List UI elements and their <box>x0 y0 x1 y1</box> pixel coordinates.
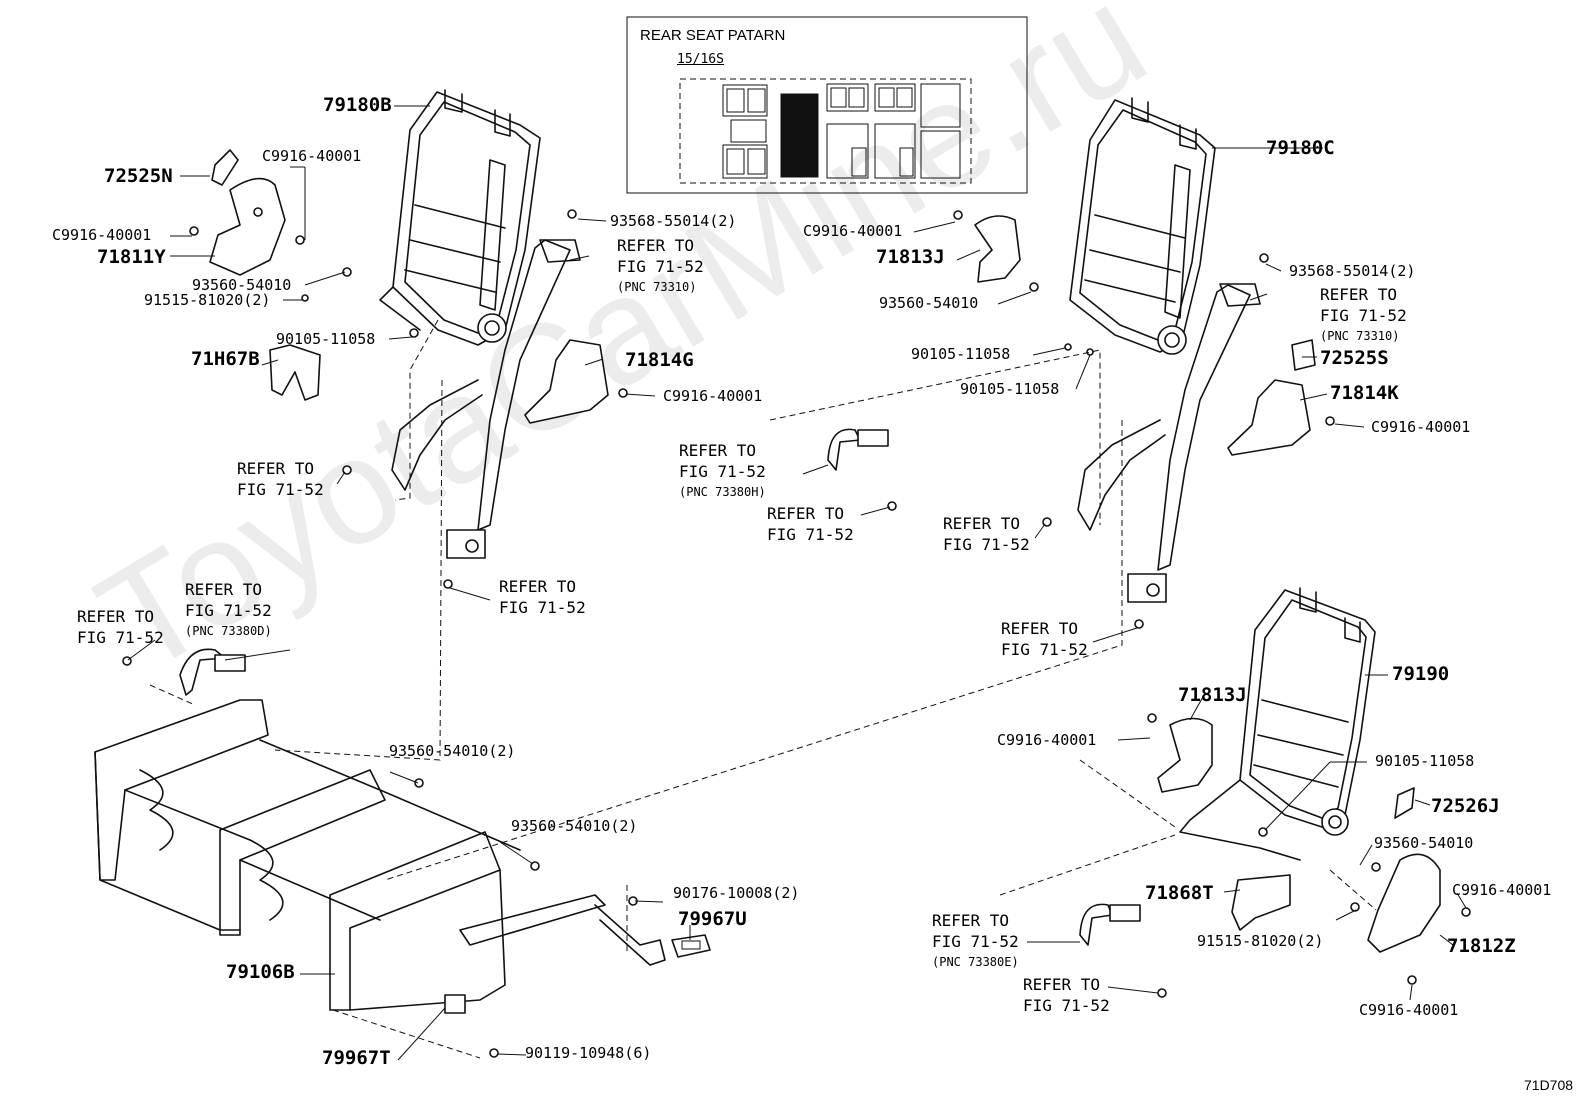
pn-label: C9916-40001 <box>52 226 152 244</box>
callout-72526J: 72526J <box>1431 795 1500 817</box>
refer-to-fig: REFER TO FIG 71-52 <box>943 514 1030 554</box>
seat-cell <box>874 83 916 112</box>
refer-to-fig: REFER TO FIG 71-52 <box>237 459 324 499</box>
cover-71812Z <box>1367 853 1441 953</box>
callout-79180B: 79180B <box>323 94 392 116</box>
refer-to-fig: REFER TO FIG 71-52 <box>767 504 854 544</box>
pn-label: 93560-54010(2) <box>511 817 638 835</box>
legend-layout-outline <box>679 78 972 184</box>
refer-to-fig: REFER TO FIG 71-52 <box>77 607 164 647</box>
callout-71H67B: 71H67B <box>191 348 260 370</box>
cover-71868T <box>1231 874 1291 931</box>
refer-to-fig: REFER TO FIG 71-52 <box>1023 975 1110 1015</box>
callout-79967T: 79967T <box>322 1047 391 1069</box>
seat-cell <box>826 83 869 112</box>
pn-label: 93560-54010(2) <box>389 742 516 760</box>
buckle-73380H <box>827 428 889 471</box>
pn-label: 91515-81020(2) <box>1197 932 1324 950</box>
cover-71813J-lower <box>1157 717 1213 793</box>
cap-79967T <box>444 994 466 1014</box>
refer-to-fig: REFER TO FIG 71-52 (PNC 73310) <box>617 236 704 294</box>
seat-pattern-legend <box>626 16 1028 194</box>
pn-label: C9916-40001 <box>997 731 1097 749</box>
pn-label: 93568-55014(2) <box>610 212 737 230</box>
cover-72525S <box>1291 339 1316 371</box>
pn-label: 93560-54010 <box>1374 834 1474 852</box>
legend-subtitle: 15/16S <box>677 52 724 67</box>
callout-79180C: 79180C <box>1266 137 1335 159</box>
refer-to-fig: REFER TO FIG 71-52 (PNC 73380D) <box>185 580 272 638</box>
callout-71812Z: 71812Z <box>1447 935 1516 957</box>
seat-belt-right <box>1077 283 1261 603</box>
callout-79106B: 79106B <box>226 961 295 983</box>
callout-71813J-upper: 71813J <box>876 246 945 268</box>
cover-71813J-upper <box>974 215 1021 283</box>
callout-71814K: 71814K <box>1330 382 1399 404</box>
pn-label: C9916-40001 <box>1359 1001 1459 1019</box>
callout-79967U: 79967U <box>678 908 747 930</box>
cover-71814K <box>1227 379 1311 456</box>
callout-72525S: 72525S <box>1320 347 1389 369</box>
leader-lines <box>127 105 1467 1061</box>
seat-cell <box>826 123 869 179</box>
callout-79190: 79190 <box>1392 663 1450 685</box>
pn-label: 90105-11058 <box>960 380 1060 398</box>
pn-label: 93560-54010 <box>192 276 292 294</box>
seat-belt-left <box>391 239 581 559</box>
pn-label: 90105-11058 <box>911 345 1011 363</box>
diagram-id: 71D708 <box>1524 1077 1574 1093</box>
seat-cell <box>874 123 916 179</box>
cover-72526J <box>1394 787 1415 819</box>
pn-label: 90105-11058 <box>276 330 376 348</box>
pn-label: 90119-10948(6) <box>525 1044 652 1062</box>
refer-to-fig: REFER TO FIG 71-52 (PNC 73310) <box>1320 285 1407 343</box>
legend-frame <box>626 16 1028 194</box>
seat-back-frame-79190 <box>1179 587 1376 861</box>
buckle-73380E <box>1079 903 1141 946</box>
refer-to-fig: REFER TO FIG 71-52 <box>1001 619 1088 659</box>
refer-to-fig: REFER TO FIG 71-52 (PNC 73380H) <box>679 441 766 499</box>
seat-back-frame-79180B <box>379 89 541 346</box>
legend-title: REAR SEAT PATARN <box>640 27 786 44</box>
pn-label: 93560-54010 <box>879 294 979 312</box>
seat-cushion-frame-79106B <box>94 699 666 1014</box>
cover-71814G <box>524 339 609 424</box>
pn-label: C9916-40001 <box>1371 418 1471 436</box>
pn-label: C9916-40001 <box>803 222 903 240</box>
buckle-73380D <box>179 648 246 696</box>
seat-back-frame-79180C <box>1069 97 1216 355</box>
callout-71811Y: 71811Y <box>97 246 166 268</box>
highlighted-seat <box>780 93 819 178</box>
pn-label: 91515-81020(2) <box>144 291 271 309</box>
hinge-cover-71811Y <box>209 177 286 276</box>
seat-cell <box>920 83 961 128</box>
cover-71H67B <box>269 344 321 401</box>
cover-79967U <box>671 934 711 958</box>
pn-label: C9916-40001 <box>663 387 763 405</box>
pn-label: 90105-11058 <box>1375 752 1475 770</box>
pn-label: 93568-55014(2) <box>1289 262 1416 280</box>
seat-cell <box>722 84 768 117</box>
pn-label: 90176-10008(2) <box>673 884 800 902</box>
callout-71868T: 71868T <box>1145 882 1214 904</box>
seat-cell <box>920 130 961 179</box>
pn-label: C9916-40001 <box>262 147 362 165</box>
callout-71813J-lower: 71813J <box>1178 684 1247 706</box>
fasteners <box>122 209 1471 1058</box>
callout-72525N: 72525N <box>104 165 173 187</box>
cover-72525N <box>211 149 239 186</box>
callout-71814G: 71814G <box>625 349 694 371</box>
seat-cell <box>722 144 768 179</box>
pn-label: C9916-40001 <box>1452 881 1552 899</box>
dashed-assembly-lines <box>149 319 1377 1059</box>
refer-to-fig: REFER TO FIG 71-52 <box>499 577 586 617</box>
refer-to-fig: REFER TO FIG 71-52 (PNC 73380E) <box>932 911 1019 969</box>
seat-cell <box>730 119 767 143</box>
